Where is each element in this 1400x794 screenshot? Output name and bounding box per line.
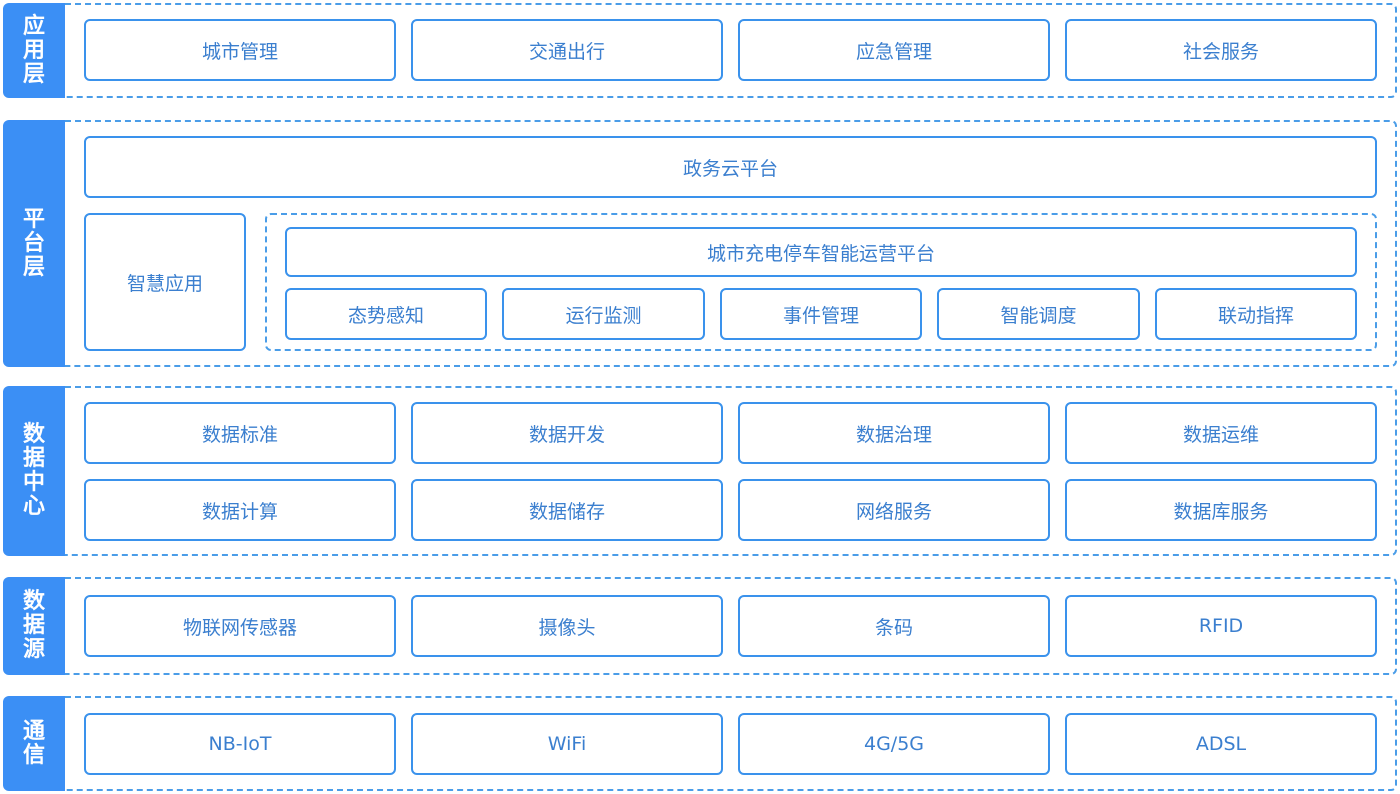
layer-frame-data-source [65,577,1397,675]
layer-frame-data-center [65,386,1397,556]
box-nb-iot[interactable]: NB-IoT [84,713,396,775]
box-data-computing[interactable]: 数据计算 [84,479,396,541]
layer-label-comm: 通信 [3,696,65,791]
box-city-management[interactable]: 城市管理 [84,19,396,81]
layer-label-data-center-text: 数据中心 [22,422,45,519]
box-data-storage[interactable]: 数据储存 [411,479,723,541]
box-barcode[interactable]: 条码 [738,595,1050,657]
box-4g-5g[interactable]: 4G/5G [738,713,1050,775]
box-data-standard[interactable]: 数据标准 [84,402,396,464]
layer-frame-app [65,3,1397,98]
box-social-services[interactable]: 社会服务 [1065,19,1377,81]
box-event-management[interactable]: 事件管理 [720,288,922,340]
box-linkage-command[interactable]: 联动指挥 [1155,288,1357,340]
box-database-services[interactable]: 数据库服务 [1065,479,1377,541]
box-data-development[interactable]: 数据开发 [411,402,723,464]
box-rfid[interactable]: RFID [1065,595,1377,657]
box-emergency-management[interactable]: 应急管理 [738,19,1050,81]
layer-frame-comm [65,696,1397,791]
box-camera[interactable]: 摄像头 [411,595,723,657]
box-iot-sensor[interactable]: 物联网传感器 [84,595,396,657]
box-operation-monitoring[interactable]: 运行监测 [502,288,705,340]
box-data-governance[interactable]: 数据治理 [738,402,1050,464]
layer-label-platform-text: 平台层 [22,206,45,280]
box-smart-app[interactable]: 智慧应用 [84,213,246,351]
box-situation-awareness[interactable]: 态势感知 [285,288,487,340]
layer-label-app-text: 应用层 [22,13,45,87]
layer-label-data-center: 数据中心 [3,386,65,556]
layer-frame-platform [65,120,1397,367]
layer-label-platform: 平台层 [3,120,65,367]
layer-label-data-source: 数据源 [3,577,65,675]
layer-label-comm-text: 通信 [22,718,45,768]
box-smart-dispatch[interactable]: 智能调度 [937,288,1140,340]
box-gov-cloud[interactable]: 政务云平台 [84,136,1377,198]
box-data-operations[interactable]: 数据运维 [1065,402,1377,464]
box-parking-platform[interactable]: 城市充电停车智能运营平台 [285,227,1357,277]
box-network-services[interactable]: 网络服务 [738,479,1050,541]
layer-label-app: 应用层 [3,3,65,98]
layer-label-data-source-text: 数据源 [22,589,45,662]
box-adsl[interactable]: ADSL [1065,713,1377,775]
box-traffic[interactable]: 交通出行 [411,19,723,81]
inner-frame-parking [265,213,1377,351]
box-wifi[interactable]: WiFi [411,713,723,775]
